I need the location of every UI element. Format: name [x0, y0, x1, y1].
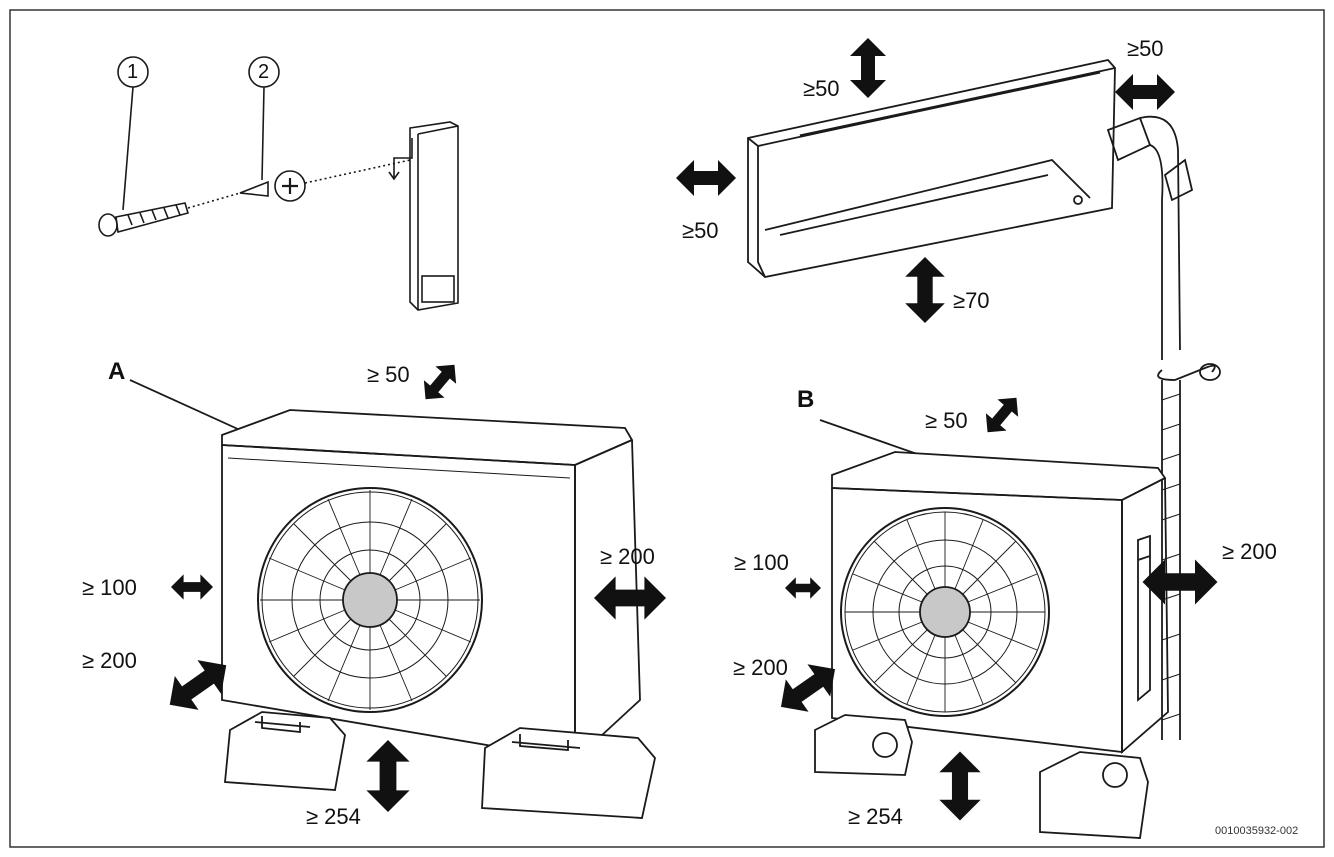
- figure-code: 0010035932-002: [1215, 825, 1299, 837]
- arrow-b-top: [977, 389, 1027, 441]
- b-bottom-clearance: ≥ 254: [848, 804, 903, 829]
- remote-holder-window: [421, 275, 455, 303]
- a-right-clearance: ≥ 200: [600, 544, 655, 569]
- indoor-unit: [747, 59, 1221, 740]
- wall-plug-detail: [98, 56, 459, 311]
- wall-plug-head: [98, 213, 118, 237]
- outdoor-unit-a: [129, 379, 656, 819]
- foot-a-left: [224, 711, 346, 791]
- a-top-clearance: ≥ 50: [367, 362, 410, 387]
- a-left-clearance: ≥ 100: [82, 575, 137, 600]
- arrow-b-bottom: [939, 751, 981, 821]
- arrow-a-bottom: [366, 740, 410, 812]
- arrow-indoor-bottom: [905, 257, 945, 323]
- wall-plug-body: [115, 202, 190, 234]
- indoor-right-clearance: ≥50: [1127, 36, 1164, 61]
- b-front-clearance: ≥ 200: [733, 655, 788, 680]
- foot-a-right: [481, 727, 656, 819]
- a-bottom-clearance: ≥ 254: [306, 804, 361, 829]
- pipe-run: [1139, 115, 1181, 360]
- arrow-indoor-top: [850, 38, 886, 98]
- fan-hub-b: [919, 586, 971, 638]
- leader-b: [819, 419, 921, 456]
- arrow-a-left: [171, 574, 213, 600]
- screw-head: [274, 170, 306, 202]
- foot-b-right: [1039, 751, 1149, 839]
- indoor-left-clearance: ≥50: [682, 218, 719, 243]
- callout-label-2: 2: [258, 61, 270, 83]
- indoor-bottom-clearance: ≥70: [953, 288, 990, 313]
- b-left-clearance: ≥ 100: [734, 550, 789, 575]
- border: [9, 9, 1325, 848]
- arrow-a-front: [157, 648, 239, 722]
- screw-thread: [239, 180, 269, 197]
- indoor-top-clearance: ≥50: [803, 76, 840, 101]
- arrow-indoor-right: [1115, 74, 1175, 110]
- a-front-clearance: ≥ 200: [82, 648, 137, 673]
- arrow-a-right: [594, 576, 666, 620]
- b-top-clearance: ≥ 50: [925, 408, 968, 433]
- arrow-indoor-left: [676, 160, 736, 196]
- remote-holder: [409, 121, 459, 311]
- unit-a-label: A: [108, 358, 126, 385]
- arrow-a-top: [415, 356, 465, 408]
- callout-label-1: 1: [127, 61, 139, 83]
- b-right-clearance: ≥ 200: [1222, 539, 1277, 564]
- arrow-b-left: [785, 577, 821, 599]
- unit-b-label: B: [797, 386, 815, 413]
- fan-hub-a: [342, 572, 398, 628]
- outdoor-unit-b: [814, 419, 1169, 839]
- foot-b-left: [814, 714, 913, 776]
